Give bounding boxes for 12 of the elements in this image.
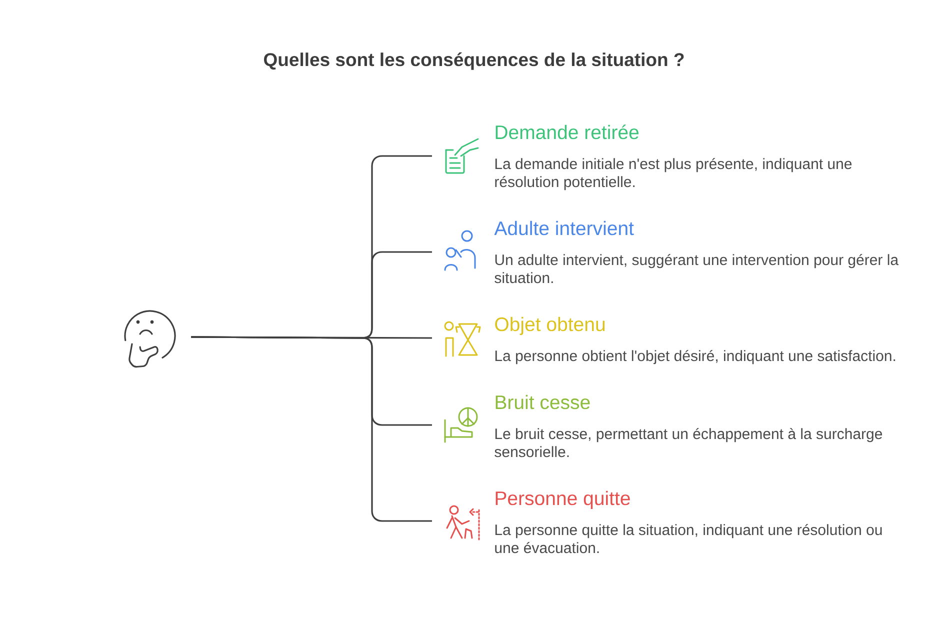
item-title: Bruit cesse (496, 394, 590, 410)
item-title: Objet obtenu (495, 316, 605, 336)
heading: Quelles sont les conséquences de la situation ? (264, 52, 684, 70)
item-title: Demande retirée (496, 124, 639, 140)
thinking-face-icon (124, 310, 176, 368)
item-title: Personne quitte (496, 490, 630, 510)
item-title: Adulte intervient (494, 220, 634, 236)
description-text: La demande initiale n'est plus présente, indiquant une résolution potentielle. (495, 158, 852, 190)
description-text: Le bruit cesse, permettant un échappement à la surcharge sensorielle. (494, 428, 882, 458)
description-text: Un adulte intervient, suggérant une intervention pour gérer la situation. (494, 254, 899, 284)
description-text: La personne quitte la situation, indiquant une résolution ou une évacuation. (495, 524, 882, 554)
description-text: La personne obtient l'objet désiré, indiquant une satisfaction. (495, 350, 896, 364)
